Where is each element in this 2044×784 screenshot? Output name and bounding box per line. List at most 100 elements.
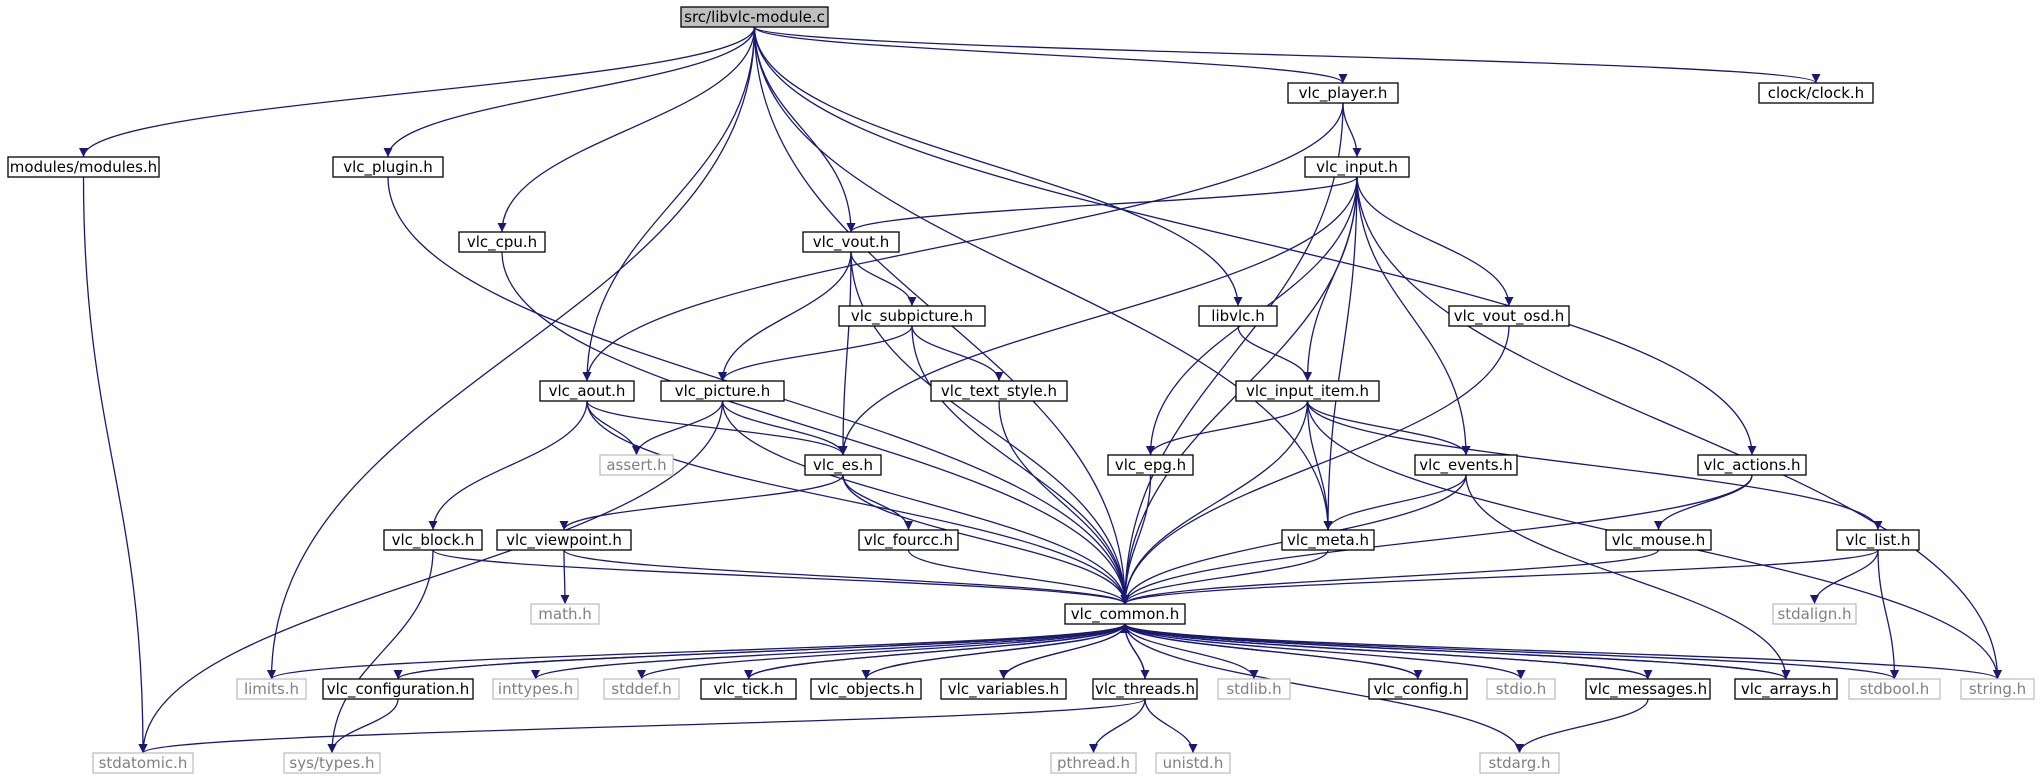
node-events[interactable]: vlc_events.h <box>1414 454 1518 476</box>
node-config[interactable]: vlc_config.h <box>1368 678 1468 700</box>
node-tick[interactable]: vlc_tick.h <box>700 678 797 700</box>
node-common[interactable]: vlc_common.h <box>1064 603 1186 625</box>
node-box <box>1155 752 1231 774</box>
node-box <box>1368 678 1468 700</box>
edge-input_item-to-events <box>1306 400 1471 456</box>
node-label: vlc_objects.h <box>817 680 914 699</box>
node-box <box>1605 529 1712 551</box>
node-actions[interactable]: vlc_actions.h <box>1697 454 1807 476</box>
node-mouse[interactable]: vlc_mouse.h <box>1605 529 1712 551</box>
node-arrays[interactable]: vlc_arrays.h <box>1734 678 1838 700</box>
node-box <box>599 454 674 476</box>
node-plugin[interactable]: vlc_plugin.h <box>332 156 444 178</box>
node-box <box>1235 380 1380 402</box>
edge-configuration-to-systypes <box>327 698 399 754</box>
node-objects[interactable]: vlc_objects.h <box>810 678 922 700</box>
node-cpu[interactable]: vlc_cpu.h <box>458 231 546 253</box>
node-box <box>1479 752 1560 774</box>
edge-common-to-stdio <box>1124 623 1526 680</box>
node-root[interactable]: src/libvlc-module.c <box>680 6 829 28</box>
edge-list-to-common <box>1120 549 1879 605</box>
node-libvlch[interactable]: libvlc.h <box>1198 305 1278 327</box>
node-label: vlc_messages.h <box>1589 680 1707 699</box>
node-box <box>1734 678 1838 700</box>
node-vout_osd[interactable]: vlc_vout_osd.h <box>1448 305 1570 327</box>
node-block[interactable]: vlc_block.h <box>383 529 483 551</box>
edge-aout-to-common <box>586 400 1130 605</box>
node-label: libvlc.h <box>1211 307 1264 325</box>
node-fourcc[interactable]: vlc_fourcc.h <box>858 529 959 551</box>
edge-subpicture-to-picture <box>718 325 913 382</box>
node-box <box>1848 678 1941 700</box>
node-modules[interactable]: modules/modules.h <box>7 156 160 178</box>
node-epg[interactable]: vlc_epg.h <box>1107 454 1194 476</box>
node-clock[interactable]: clock/clock.h <box>1758 82 1874 104</box>
node-aout[interactable]: vlc_aout.h <box>539 380 635 402</box>
node-picture[interactable]: vlc_picture.h <box>660 380 785 402</box>
node-box <box>496 529 632 551</box>
node-box <box>1107 454 1194 476</box>
node-box <box>810 678 922 700</box>
edge-common-to-stdbool <box>1124 623 1899 680</box>
edge-cpu-to-common <box>501 251 1130 605</box>
node-box <box>530 603 600 625</box>
node-label: vlc_common.h <box>1071 605 1179 624</box>
node-pthread: pthread.h <box>1050 752 1137 774</box>
edge-text_style-to-common <box>998 400 1130 605</box>
node-input_item[interactable]: vlc_input_item.h <box>1235 380 1380 402</box>
node-es[interactable]: vlc_es.h <box>804 454 882 476</box>
edge-root-to-actions <box>753 26 1757 456</box>
edge-aout-to-es <box>586 400 848 456</box>
edge-actions-to-common <box>1120 474 1753 605</box>
edge-root-to-modules <box>79 26 756 158</box>
node-box <box>332 156 444 178</box>
node-meta[interactable]: vlc_meta.h <box>1281 529 1375 551</box>
edge-threads-to-stdatomic <box>138 698 1146 754</box>
edge-input-to-events <box>1356 176 1471 456</box>
node-label: assert.h <box>606 456 666 474</box>
node-viewpoint[interactable]: vlc_viewpoint.h <box>496 529 632 551</box>
node-assert: assert.h <box>599 454 674 476</box>
edge-libvlch-to-input_item <box>1237 325 1312 382</box>
node-box <box>680 6 829 28</box>
node-label: vlc_es.h <box>813 456 873 475</box>
node-player[interactable]: vlc_player.h <box>1287 82 1399 104</box>
edge-picture-to-assert <box>632 400 724 456</box>
node-label: vlc_input_item.h <box>1246 382 1369 401</box>
edge-es-to-viewpoint <box>559 474 844 531</box>
node-label: sys/types.h <box>289 754 374 772</box>
node-box <box>1758 82 1874 104</box>
node-label: vlc_player.h <box>1299 84 1388 103</box>
node-vout[interactable]: vlc_vout.h <box>802 231 900 253</box>
edge-modules-to-stdatomic <box>82 176 148 754</box>
node-label: vlc_subpicture.h <box>851 307 973 326</box>
node-label: vlc_epg.h <box>1115 456 1186 475</box>
node-text_style[interactable]: vlc_text_style.h <box>930 380 1068 402</box>
edge-block-to-systypes <box>327 549 434 754</box>
edge-list-to-stdalign <box>1810 549 1879 605</box>
node-threads[interactable]: vlc_threads.h <box>1092 678 1198 700</box>
node-box <box>1697 454 1807 476</box>
node-messages[interactable]: vlc_messages.h <box>1585 678 1711 700</box>
edge-aout-to-block <box>428 400 588 531</box>
node-variables[interactable]: vlc_variables.h <box>940 678 1067 700</box>
node-input[interactable]: vlc_input.h <box>1304 156 1410 178</box>
node-configuration[interactable]: vlc_configuration.h <box>322 678 474 700</box>
node-label: vlc_threads.h <box>1095 680 1195 699</box>
node-list[interactable]: vlc_list.h <box>1836 529 1920 551</box>
edge-configuration-to-common <box>397 623 1130 680</box>
node-label: stdalign.h <box>1777 605 1851 623</box>
edge-list-to-stdbool <box>1877 549 1899 680</box>
node-label: string.h <box>1969 680 2026 698</box>
node-label: vlc_list.h <box>1845 531 1910 550</box>
node-box <box>858 529 959 551</box>
node-label: stddef.h <box>611 680 671 698</box>
node-label: inttypes.h <box>498 680 573 698</box>
node-box <box>1448 305 1570 327</box>
node-subpicture[interactable]: vlc_subpicture.h <box>838 305 986 327</box>
node-stdbool: stdbool.h <box>1848 678 1941 700</box>
node-systypes: sys/types.h <box>283 752 381 774</box>
edge-vout-to-picture <box>718 251 852 382</box>
node-label: stdlib.h <box>1226 680 1281 698</box>
